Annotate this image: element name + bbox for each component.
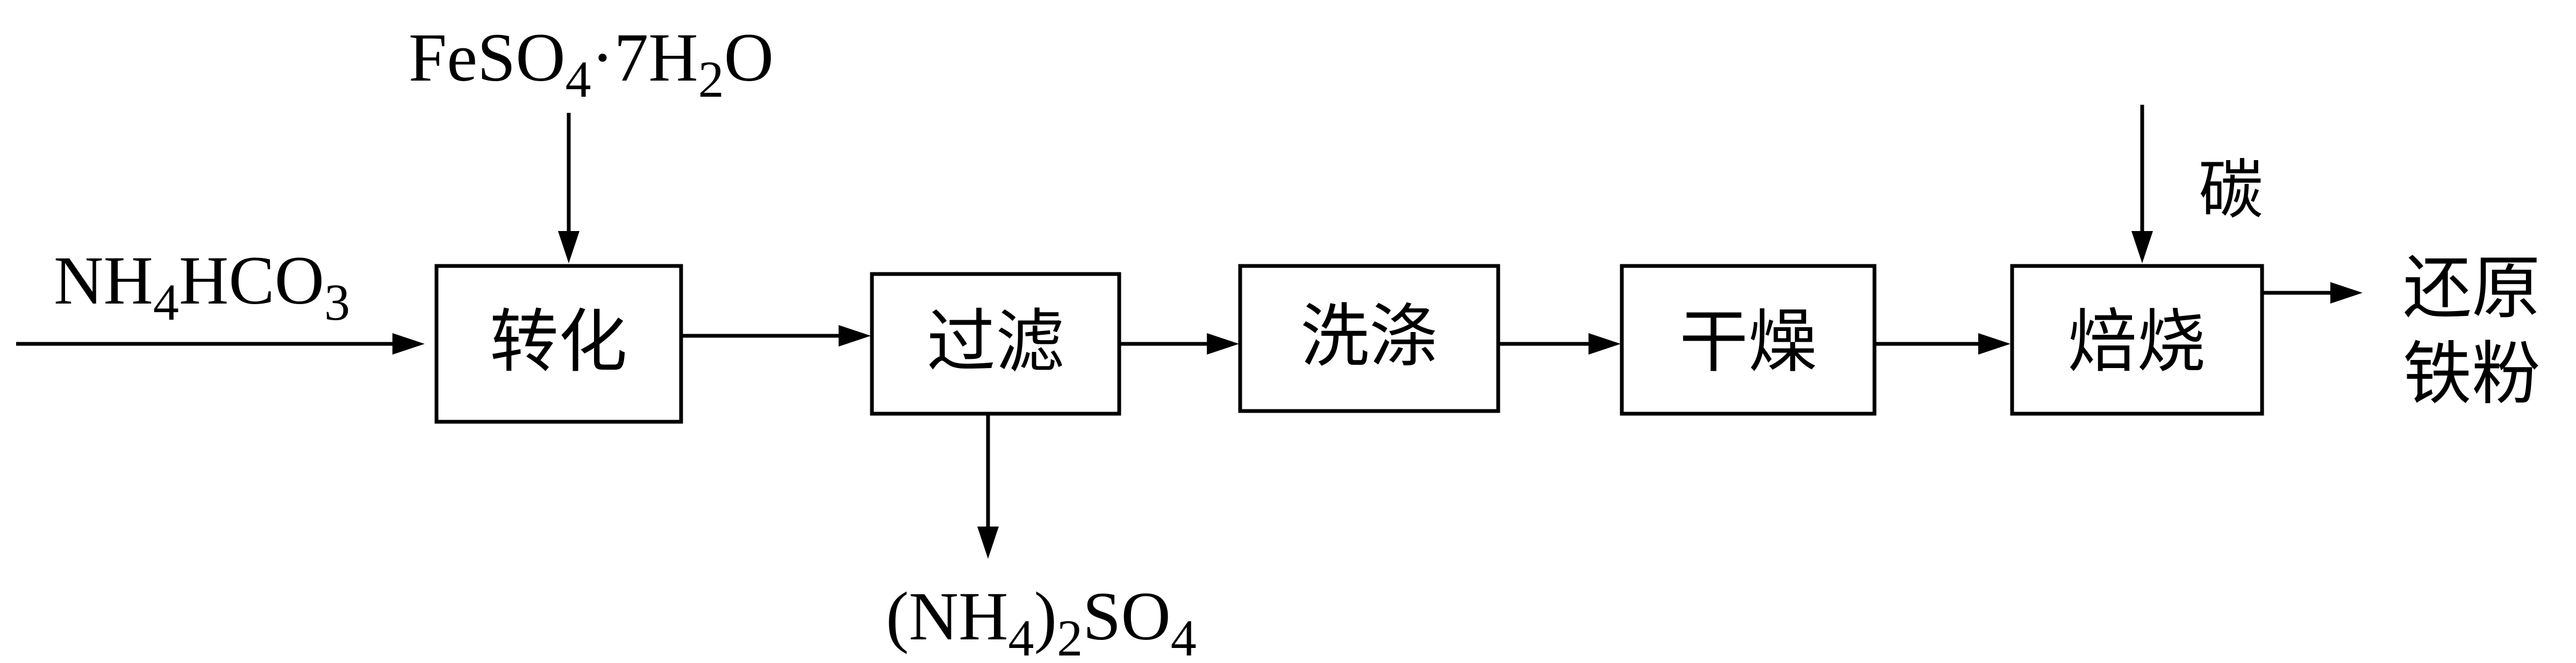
flow-arrow-2 — [1119, 333, 1239, 355]
reagent-nh4hco3-label: NH4HCO3 — [54, 242, 350, 331]
carbon-label: 碳 — [2199, 153, 2263, 228]
step-filtration-label: 过滤 — [927, 302, 1064, 382]
flow-arrow-1 — [681, 325, 871, 347]
step-drying-box: 干燥 — [1620, 264, 1877, 416]
byproduct-arrow — [977, 414, 999, 559]
step-drying-label: 干燥 — [1679, 302, 1817, 382]
step-roasting-box: 焙烧 — [2010, 264, 2264, 416]
flow-arrow-4 — [1874, 333, 2010, 355]
step-filtration-box: 过滤 — [870, 272, 1121, 416]
step-washing-box: 洗涤 — [1238, 264, 1500, 413]
reagent-feso4-arrow — [558, 113, 579, 263]
step-roasting-label: 焙烧 — [2068, 302, 2206, 382]
step-washing-label: 洗涤 — [1300, 297, 1438, 377]
byproduct-ammonium-sulfate-label: (NH4)2SO4 — [886, 578, 1197, 663]
step-conversion-label: 转化 — [490, 302, 627, 382]
product-label-line1: 还原 — [2403, 248, 2541, 328]
product-label-line2: 铁粉 — [2403, 334, 2541, 414]
reagent-feso4-label: FeSO4·7H2O — [409, 19, 774, 108]
step-conversion-box: 转化 — [434, 264, 683, 424]
product-output-arrow — [2262, 282, 2363, 304]
carbon-input-arrow — [2131, 105, 2153, 263]
flow-arrow-3 — [1498, 333, 1621, 355]
reagent-input-arrow — [16, 333, 425, 355]
